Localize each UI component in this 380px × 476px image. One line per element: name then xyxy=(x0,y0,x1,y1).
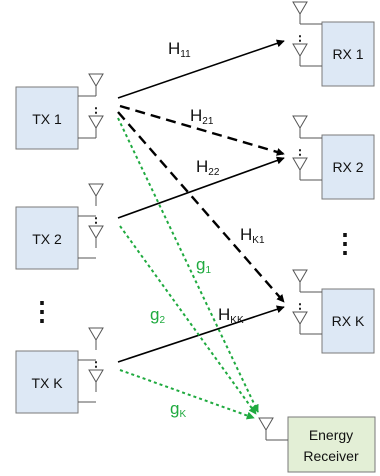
rx2-label: RX 2 xyxy=(332,159,363,175)
hkk-label: HKK xyxy=(218,305,244,326)
rx1-antenna-bottom-icon xyxy=(292,43,308,67)
tx1-antenna-top-icon xyxy=(88,73,104,97)
rx1-node: RX 1 ⋮ xyxy=(292,1,375,87)
tx-vertical-ellipsis: ⋮ xyxy=(29,296,55,326)
rxk-antenna-bottom-icon xyxy=(292,311,308,335)
rx1-box xyxy=(321,21,375,87)
tx1-antenna-bottom-icon xyxy=(88,115,104,139)
hk1-label: HK1 xyxy=(240,225,265,246)
tx2-label: TX 2 xyxy=(32,231,62,247)
rx2-box xyxy=(321,134,375,200)
rxk-label: RX K xyxy=(332,313,365,329)
tx2-node: TX 2 ⋮ xyxy=(15,183,104,270)
g2-label: g2 xyxy=(150,305,165,326)
g1-arrow xyxy=(117,117,259,413)
energy-receiver-node: Energy Receiver xyxy=(258,416,376,473)
tx2-box xyxy=(15,206,79,270)
rx2-antenna-bottom-icon xyxy=(292,157,308,181)
g2-arrow xyxy=(119,225,257,415)
energy-receiver-label-line1: Energy xyxy=(309,427,353,443)
h11-arrow xyxy=(117,39,285,99)
rx1-antenna-top-icon xyxy=(292,1,308,25)
rxk-box xyxy=(321,288,375,354)
txk-antenna-bottom-icon xyxy=(88,369,104,393)
gk-label: gK xyxy=(170,399,186,420)
h11-label: H11 xyxy=(168,39,191,60)
h21-arrow xyxy=(119,104,285,156)
h22-arrow xyxy=(117,156,285,219)
rx-vertical-ellipsis: ⋮ xyxy=(332,228,358,258)
rx2-antenna-top-icon xyxy=(292,115,308,139)
tx2-antenna-top-icon xyxy=(88,183,104,207)
tx1-node: TX 1 ⋮ xyxy=(15,73,104,150)
energy-receiver-antenna-icon xyxy=(258,417,274,441)
rxk-antenna-top-icon xyxy=(292,269,308,293)
hkk-arrow xyxy=(117,305,285,363)
h22-label: H22 xyxy=(196,157,220,178)
txk-node: TX K ⋮ xyxy=(15,327,104,414)
rxk-node: RX K ⋮ xyxy=(292,269,375,354)
txk-box xyxy=(15,350,79,414)
g1-label: g1 xyxy=(196,255,211,276)
txk-antenna-top-icon xyxy=(88,327,104,351)
rx2-node: RX 2 ⋮ xyxy=(292,115,375,200)
hk1-arrow xyxy=(117,111,285,303)
gk-arrow xyxy=(119,369,255,420)
tx1-box xyxy=(15,86,79,150)
tx1-label: TX 1 xyxy=(32,111,62,127)
txk-label: TX K xyxy=(31,375,63,391)
energy-receiver-label-line2: Receiver xyxy=(303,448,359,464)
h21-label: H21 xyxy=(190,106,214,127)
energy-receiver-box xyxy=(287,416,376,473)
rx1-label: RX 1 xyxy=(332,46,363,62)
tx2-antenna-bottom-icon xyxy=(88,225,104,249)
